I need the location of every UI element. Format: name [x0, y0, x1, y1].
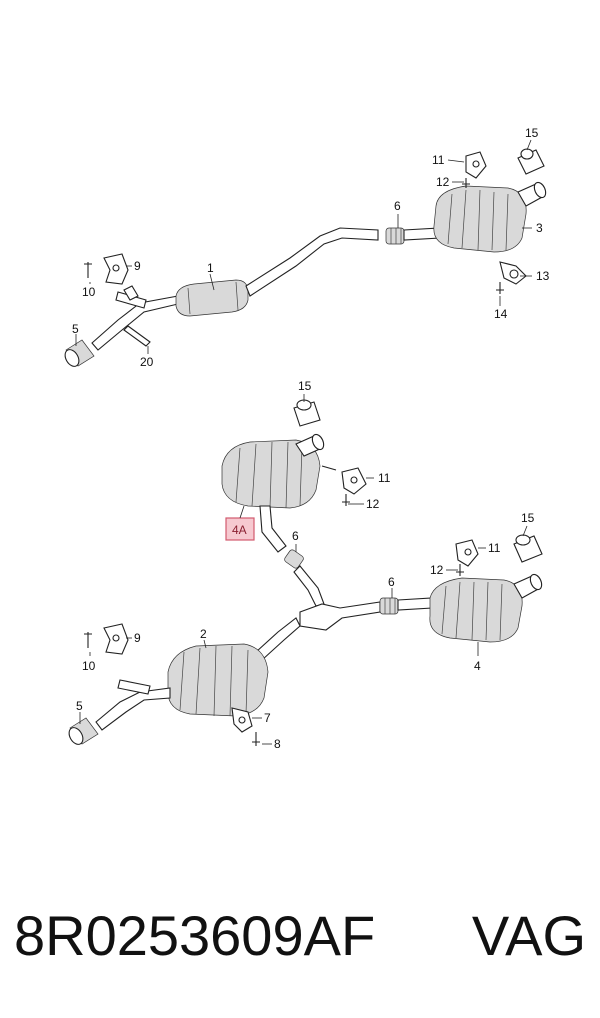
callout-8: 8 [274, 737, 281, 751]
callout-6: 6 [394, 199, 401, 213]
callout-12-left: 12 [366, 497, 380, 511]
lower-center-silencer [167, 643, 269, 717]
lower-assembly [68, 399, 543, 746]
lower-right-rear-silencer [429, 577, 523, 643]
callout-13: 13 [536, 269, 550, 283]
callout-4: 4 [474, 659, 481, 673]
lower-y-junction [299, 601, 381, 631]
callout-7: 7 [264, 711, 271, 725]
callout-14: 14 [494, 307, 508, 321]
upper-center-silencer [175, 279, 249, 317]
lower-clamp-6a [284, 549, 304, 569]
upper-rear-silencer [433, 185, 527, 253]
callout-10-lower: 10 [82, 659, 96, 673]
callout-9-lower: 9 [134, 631, 141, 645]
lower-leaders [79, 394, 528, 745]
upper-leaders [75, 139, 532, 354]
callout-6-upper: 6 [292, 529, 299, 543]
callout-11: 11 [432, 153, 445, 167]
callout-6-right: 6 [388, 575, 395, 589]
callout-20: 20 [140, 355, 154, 369]
upper-assembly [64, 148, 547, 367]
callout-4a: 4A [232, 523, 247, 537]
callout-11-right: 11 [488, 541, 501, 555]
callout-1: 1 [207, 261, 214, 275]
upper-sensor-20 [123, 325, 151, 347]
callout-15-right: 15 [521, 511, 535, 525]
part-number-caption: 8R0253609AF VAG [14, 900, 586, 972]
lower-callouts: 4A 15 11 12 6 6 11 12 15 4 2 9 10 5 7 8 [76, 379, 535, 751]
callout-12: 12 [436, 175, 450, 189]
callout-12-right: 12 [430, 563, 444, 577]
callout-11-left: 11 [378, 471, 391, 485]
upper-callouts: 1 3 5 6 9 10 11 12 13 14 15 20 [72, 126, 550, 369]
brand-name: VAG [471, 904, 586, 967]
callout-3: 3 [536, 221, 543, 235]
callout-15: 15 [525, 126, 539, 140]
exhaust-system-diagram: 1 3 5 6 9 10 11 12 13 14 15 20 [64, 126, 550, 751]
upper-intermediate-pipe [245, 227, 379, 297]
callout-5: 5 [72, 322, 79, 336]
part-number: 8R0253609AF [14, 904, 376, 967]
callout-5-lower: 5 [76, 699, 83, 713]
lower-front-pipe [95, 687, 171, 731]
lower-left-outlet-pipe [259, 505, 287, 553]
callout-15-left: 15 [298, 379, 312, 393]
callout-10: 10 [82, 285, 96, 299]
callout-2: 2 [200, 627, 207, 641]
callout-9: 9 [134, 259, 141, 273]
